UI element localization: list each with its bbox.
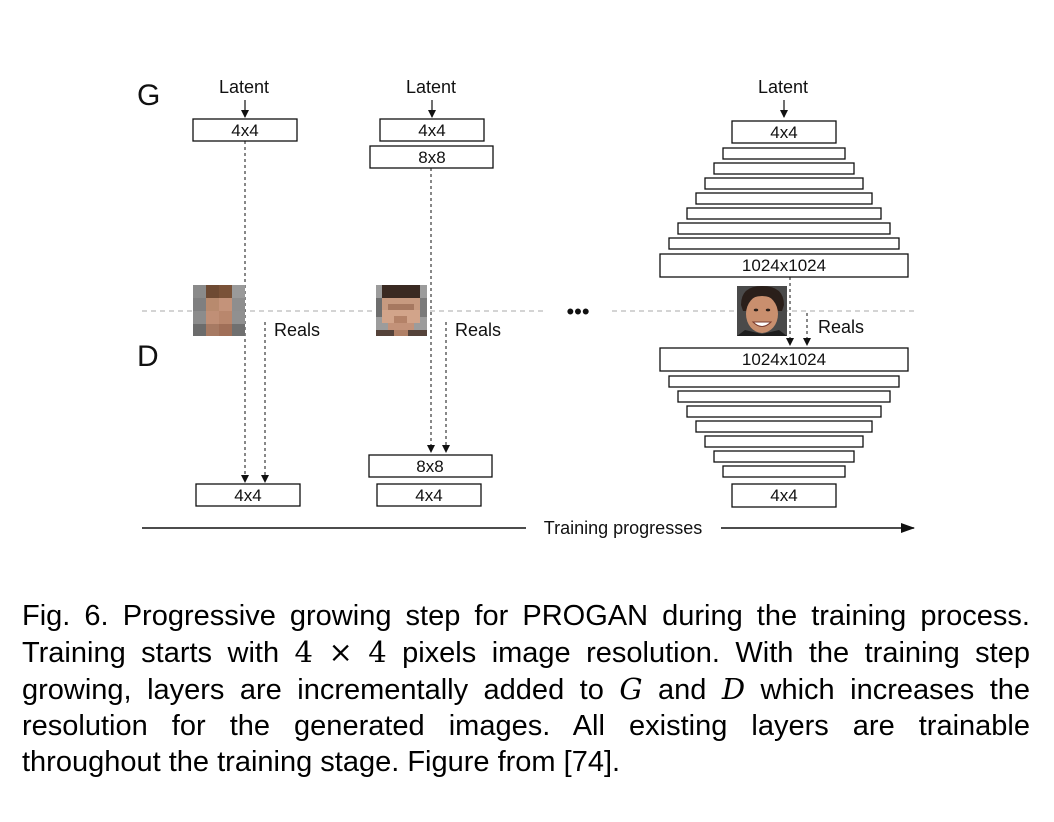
pixelated-face-8x8	[376, 285, 427, 336]
latent-label: Latent	[406, 77, 456, 97]
pixelated-face-4x4	[193, 285, 245, 336]
reals-label: Reals	[274, 320, 320, 340]
high-res-face	[737, 286, 787, 336]
progan-figure: G D Latent 4x4 Reals 4x4 Latent 4x4 8x8 …	[137, 77, 918, 538]
d-layer	[713, 450, 855, 463]
d-layer	[668, 375, 900, 388]
math-times: ×	[328, 635, 353, 669]
g-layer	[677, 222, 891, 235]
training-progresses-label: Training progresses	[544, 518, 702, 538]
g-block-label: 4x4	[231, 121, 258, 140]
generator-label: G	[137, 79, 160, 112]
d-layer	[704, 435, 864, 448]
reals-label: Reals	[818, 317, 864, 337]
math-g: G	[619, 672, 643, 706]
g-block-4x4	[731, 120, 837, 144]
d-block-label: 4x4	[770, 486, 797, 505]
g-layer	[722, 147, 846, 160]
d-block-4x4	[731, 483, 837, 508]
latent-label: Latent	[758, 77, 808, 97]
figure-caption: Fig. 6. Progressive growing step for PRO…	[22, 598, 1030, 780]
reals-label: Reals	[455, 320, 501, 340]
ellipsis: •••	[566, 299, 589, 324]
figure-number: Fig. 6.	[22, 600, 109, 632]
caption-text: Progressive growing step for PROGAN duri…	[22, 600, 1030, 669]
g-block-label: 8x8	[418, 148, 445, 167]
d-block-8x8	[368, 454, 493, 478]
discriminator-label: D	[137, 340, 159, 373]
d-block-label: 1024x1024	[742, 350, 826, 369]
g-block-label: 1024x1024	[742, 256, 826, 275]
g-block-4x4	[379, 118, 485, 142]
g-layer	[704, 177, 864, 190]
d-block-4x4	[195, 483, 301, 507]
d-layer	[695, 420, 873, 433]
g-layer	[713, 162, 855, 175]
g-block-label: 4x4	[418, 121, 445, 140]
math-d: D	[721, 672, 746, 706]
g-layer	[695, 192, 873, 205]
g-layer	[668, 237, 900, 250]
d-layer	[686, 405, 882, 418]
d-block-4x4	[376, 483, 482, 507]
caption-text: pixels image resolution. With the traini…	[22, 637, 1030, 706]
d-layer	[677, 390, 891, 403]
d-block-label: 4x4	[415, 486, 442, 505]
d-block-label: 8x8	[416, 457, 443, 476]
math-four: 4	[294, 635, 313, 669]
g-block-label: 4x4	[770, 123, 797, 142]
caption-text: which increases the resolution for the g…	[22, 674, 1031, 778]
d-layer	[722, 465, 846, 478]
d-block-1024x1024	[659, 347, 909, 372]
g-layer	[686, 207, 882, 220]
latent-label: Latent	[219, 77, 269, 97]
g-block-1024x1024	[659, 253, 909, 278]
math-four: 4	[368, 635, 387, 669]
d-block-label: 4x4	[234, 486, 261, 505]
caption-text: and	[657, 674, 707, 706]
